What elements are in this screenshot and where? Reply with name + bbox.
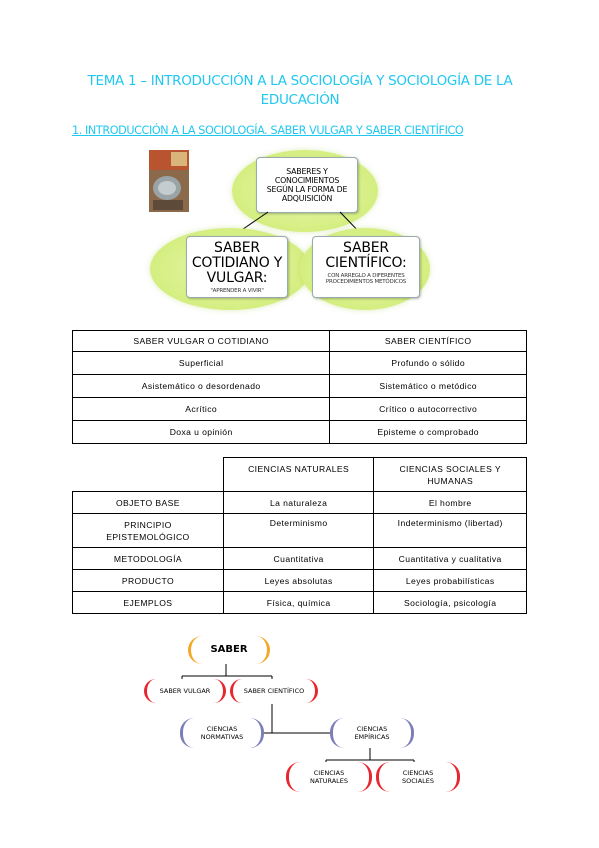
table-cell: Determinismo (222, 513, 375, 548)
saber-cientifico-title: SABER CIENTÍFICO: (325, 240, 407, 271)
saber-vulgar-node: SABER VULGAR (144, 679, 226, 703)
table-row: PRINCIPIO EPISTEMOLÓGICO Determinismo In… (72, 513, 527, 548)
table-cell: PRINCIPIO EPISTEMOLÓGICO (72, 513, 224, 548)
section-heading: 1. INTRODUCCIÓN A LA SOCIOLOGÍA. SABER V… (72, 124, 464, 137)
table-row: Acrítico Crítico o autocorrectivo (71, 397, 527, 421)
table-header-row: CIENCIAS NATURALES CIENCIAS SOCIALES Y H… (72, 457, 527, 492)
knowledge-photo (149, 150, 189, 212)
saber-vulgar-label: SABER VULGAR (159, 687, 211, 695)
comparison-table-saber: SABER VULGAR O COTIDIANO SABER CIENTÍFIC… (71, 330, 527, 444)
ciencias-normativas-node: CIENCIAS NORMATIVAS (180, 718, 264, 748)
ciencias-normativas-label: CIENCIAS NORMATIVAS (200, 725, 244, 741)
table-row: OBJETO BASE La naturaleza El hombre (72, 491, 527, 514)
ciencias-empiricas-node: CIENCIAS EMPÍRICAS (330, 718, 414, 748)
table-cell: Acrítico (71, 397, 331, 421)
table-cell: Crítico o autocorrectivo (329, 397, 527, 421)
ciencias-naturales-label: CIENCIAS NATURALES (309, 769, 349, 785)
table-row: Superficial Profundo o sólido (71, 351, 527, 375)
table-row: Doxa u opinión Episteme o comprobado (71, 420, 527, 444)
comparison-table-ciencias: CIENCIAS NATURALES CIENCIAS SOCIALES Y H… (72, 457, 527, 614)
top-concept-text: SABERES Y CONOCIMIENTOS SEGÚN LA FORMA D… (266, 167, 348, 203)
ciencias-sociales-label: CIENCIAS SOCIALES (402, 769, 434, 785)
saber-cientifico-box: SABER CIENTÍFICO: CON ARREGLO A DIFERENT… (312, 236, 420, 298)
table-cell: Indeterminismo (libertad) (373, 513, 527, 548)
saber-root-label: SABER (210, 644, 248, 655)
page-title: TEMA 1 – INTRODUCCIÓN A LA SOCIOLOGÍA Y … (87, 73, 513, 108)
saber-cotidiano-box: SABER COTIDIANO Y VULGAR: "APRENDER A VI… (186, 236, 288, 298)
top-concept-box: SABERES Y CONOCIMIENTOS SEGÚN LA FORMA D… (256, 157, 358, 213)
table-row: METODOLOGÍA Cuantitativa Cuantitativa y … (72, 547, 527, 570)
table-cell: Episteme o comprobado (329, 420, 527, 444)
table-row: Asistemático o desordenado Sistemático o… (71, 374, 527, 398)
table-header-cell (72, 457, 224, 492)
table-cell: Sociología, psicología (373, 591, 527, 614)
table-cell: Asistemático o desordenado (71, 374, 331, 398)
ciencias-sociales-node: CIENCIAS SOCIALES (376, 762, 460, 792)
ciencias-naturales-node: CIENCIAS NATURALES (286, 762, 372, 792)
table-cell: Doxa u opinión (71, 420, 331, 444)
table-row: EJEMPLOS Física, química Sociología, psi… (72, 591, 527, 614)
ciencias-empiricas-label: CIENCIAS EMPÍRICAS (354, 725, 390, 741)
saber-cotidiano-title: SABER COTIDIANO Y VULGAR: (191, 240, 283, 286)
table-cell: EJEMPLOS (72, 591, 224, 614)
saber-cientifico-subtitle: CON ARREGLO A DIFERENTES PROCEDIMIENTOS … (325, 273, 407, 285)
saber-cientifico-label: SABER CIENTÍFICO (243, 687, 305, 695)
table-cell: Física, química (222, 591, 375, 614)
saber-cotidiano-subtitle: "APRENDER A VIVIR" (210, 288, 264, 294)
saber-cientifico-node: SABER CIENTÍFICO (230, 679, 318, 703)
saber-root-node: SABER (188, 636, 270, 664)
table-cell: Superficial (71, 351, 331, 375)
